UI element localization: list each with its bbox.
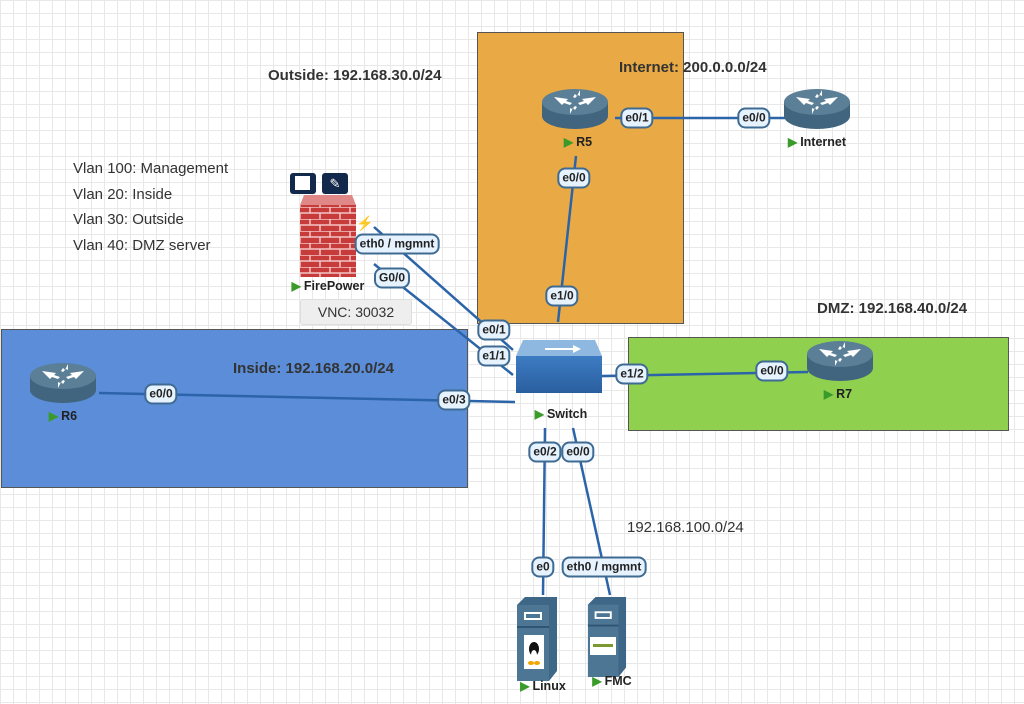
vnc-port-badge[interactable]: VNC: 30032 bbox=[300, 299, 412, 325]
port-r6-e0-0[interactable]: e0/0 bbox=[144, 383, 178, 405]
fmc-server-icon[interactable] bbox=[587, 597, 627, 677]
node-name: FMC bbox=[604, 674, 632, 688]
play-icon[interactable]: ▶ bbox=[520, 679, 530, 693]
port-switch-e0-0[interactable]: e0/0 bbox=[561, 441, 595, 463]
node-label-linux[interactable]: ▶Linux bbox=[520, 679, 566, 693]
port-switch-e0-3[interactable]: e0/3 bbox=[437, 389, 471, 411]
play-icon[interactable]: ▶ bbox=[592, 674, 602, 688]
vlan-item: Vlan 20: Inside bbox=[73, 185, 173, 203]
node-name: R5 bbox=[576, 135, 593, 149]
play-icon[interactable]: ▶ bbox=[291, 279, 301, 293]
port-linux-e0[interactable]: e0 bbox=[531, 556, 555, 578]
node-label-fmc[interactable]: ▶FMC bbox=[592, 674, 631, 688]
switch-icon[interactable] bbox=[515, 338, 603, 394]
console-button[interactable] bbox=[290, 173, 316, 194]
vlan-item: Vlan 40: DMZ server bbox=[73, 236, 211, 254]
port-r7-e0-0[interactable]: e0/0 bbox=[755, 360, 789, 382]
port-firepower-mgmt[interactable]: eth0 / mgmnt bbox=[354, 233, 440, 255]
port-switch-e0-2[interactable]: e0/2 bbox=[528, 441, 562, 463]
node-label-firepower[interactable]: ▶FirePower bbox=[292, 279, 365, 293]
router-r6-icon[interactable] bbox=[28, 360, 98, 406]
management-network-label: 192.168.100.0/24 bbox=[627, 519, 744, 536]
node-name: FirePower bbox=[303, 279, 365, 293]
play-icon[interactable]: ▶ bbox=[823, 387, 834, 401]
node-label-r7[interactable]: ▶R7 bbox=[824, 387, 852, 401]
port-switch-e1-1[interactable]: e1/1 bbox=[477, 345, 511, 367]
play-icon[interactable]: ▶ bbox=[534, 407, 544, 421]
node-name: R7 bbox=[836, 387, 853, 401]
play-icon[interactable]: ▶ bbox=[563, 135, 574, 149]
zone-inside[interactable] bbox=[1, 329, 468, 488]
port-r5-e0-1[interactable]: e0/1 bbox=[620, 107, 654, 129]
node-name: Internet bbox=[800, 135, 847, 149]
play-icon[interactable]: ▶ bbox=[787, 135, 798, 149]
linux-server-icon[interactable] bbox=[517, 597, 557, 681]
inside-network-label: Inside: 192.168.20.0/24 bbox=[233, 360, 394, 377]
node-label-r6[interactable]: ▶R6 bbox=[49, 409, 77, 423]
router-r7-icon[interactable] bbox=[805, 338, 875, 384]
outside-network-label: Outside: 192.168.30.0/24 bbox=[268, 67, 442, 84]
router-r5-icon[interactable] bbox=[540, 86, 610, 132]
port-switch-e0-1[interactable]: e0/1 bbox=[477, 319, 511, 341]
port-r5-e0-0[interactable]: e0/0 bbox=[557, 167, 591, 189]
window-icon bbox=[295, 176, 310, 190]
plug-icon: ⚡ bbox=[356, 215, 374, 231]
router-internet-icon[interactable] bbox=[782, 86, 852, 132]
firewall-icon[interactable] bbox=[300, 195, 360, 277]
node-label-switch[interactable]: ▶Switch bbox=[535, 407, 588, 421]
node-name: Linux bbox=[532, 679, 566, 693]
node-name: R6 bbox=[61, 409, 78, 423]
vlan-legend: Vlan 100: Management Vlan 20: Inside Vla… bbox=[73, 156, 228, 258]
edit-button[interactable]: ✎ bbox=[322, 173, 348, 194]
pencil-icon: ✎ bbox=[329, 176, 341, 191]
dmz-network-label: DMZ: 192.168.40.0/24 bbox=[817, 300, 968, 317]
play-icon[interactable]: ▶ bbox=[48, 409, 59, 423]
node-name: Switch bbox=[546, 407, 588, 421]
port-firepower-g0-0[interactable]: G0/0 bbox=[373, 267, 411, 289]
port-fmc-mgmt[interactable]: eth0 / mgmnt bbox=[561, 556, 647, 578]
node-label-r5[interactable]: ▶R5 bbox=[564, 135, 592, 149]
port-switch-e1-2[interactable]: e1/2 bbox=[615, 363, 649, 385]
internet-network-label: Internet: 200.0.0.0/24 bbox=[619, 59, 767, 76]
vlan-item: Vlan 100: Management bbox=[73, 160, 229, 177]
port-internet-e0-0[interactable]: e0/0 bbox=[737, 107, 771, 129]
node-label-internet[interactable]: ▶Internet bbox=[788, 135, 846, 149]
vlan-item: Vlan 30: Outside bbox=[73, 211, 184, 228]
port-switch-e1-0[interactable]: e1/0 bbox=[545, 285, 579, 307]
